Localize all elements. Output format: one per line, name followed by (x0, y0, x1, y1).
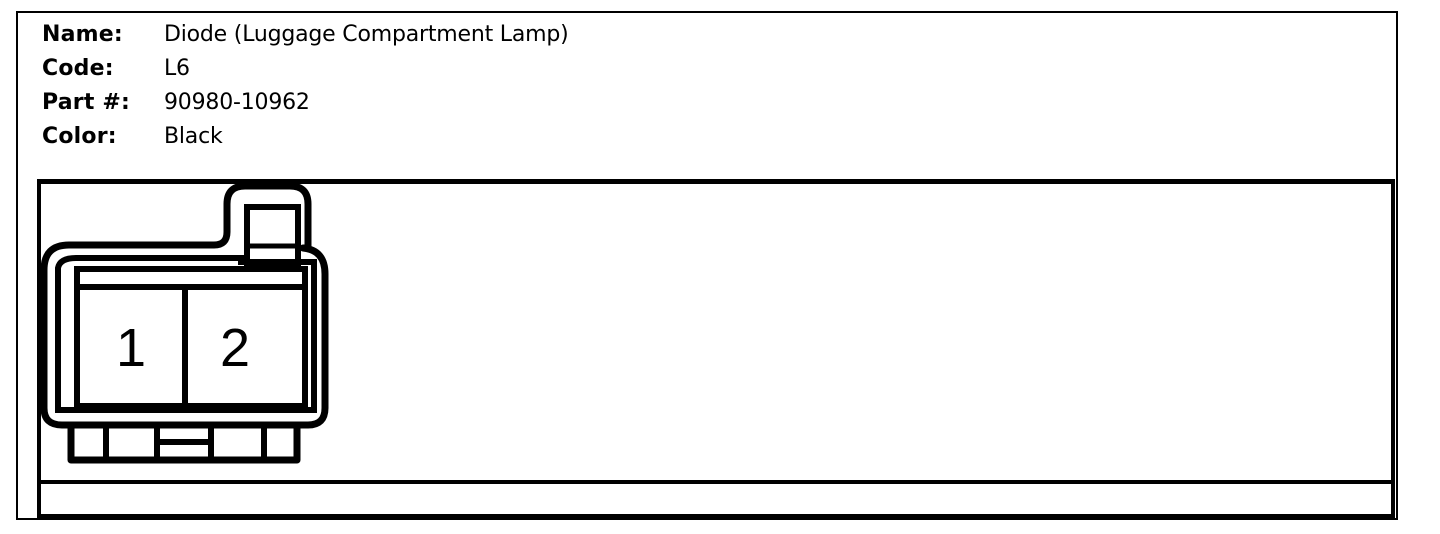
color-value: Black (164, 124, 223, 149)
connector-info-table: Name: Diode (Luggage Compartment Lamp) C… (42, 18, 569, 154)
info-row-part: Part #: 90980-10962 (42, 86, 569, 120)
info-row-name: Name: Diode (Luggage Compartment Lamp) (42, 18, 569, 52)
connector-diagram-box (37, 179, 1395, 519)
name-value: Diode (Luggage Compartment Lamp) (164, 22, 569, 47)
terminal-window (74, 266, 308, 409)
info-row-code: Code: L6 (42, 52, 569, 86)
diagram-divider (37, 480, 1395, 484)
info-row-color: Color: Black (42, 120, 569, 154)
part-label: Part #: (42, 90, 131, 115)
latch-slot (244, 204, 301, 268)
connector-housing (40, 182, 329, 429)
name-label: Name: (42, 22, 123, 47)
bottom-lock-rail (67, 421, 301, 464)
code-value: L6 (164, 56, 190, 81)
connector-info-frame (16, 11, 1398, 520)
color-label: Color: (42, 124, 117, 149)
pin-2-label: 2 (220, 318, 250, 378)
pin-1-label: 1 (116, 318, 146, 378)
part-value: 90980-10962 (164, 90, 310, 115)
connector-inner-wall (55, 255, 317, 413)
code-label: Code: (42, 56, 114, 81)
